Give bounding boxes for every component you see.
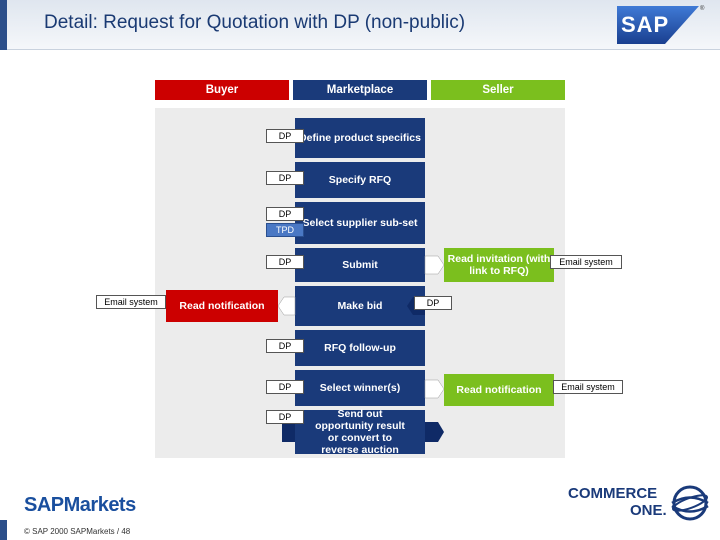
seller-read-invitation: Read invitation (with link to RFQ) <box>444 248 554 282</box>
step-rfq-follow-up: RFQ follow-up <box>295 330 425 366</box>
tag-dp-define: DP <box>266 129 304 143</box>
step-make-bid: Make bid <box>295 286 425 326</box>
tag-dp-specify: DP <box>266 171 304 185</box>
step-select-supplier-sub-set: Select supplier sub-set <box>295 202 425 244</box>
tag-dp-submit: DP <box>266 255 304 269</box>
tag-email-system-seller-notification: Email system <box>553 380 623 394</box>
tag-tpd-select-supplier: TPD <box>266 223 304 237</box>
page-title: Detail: Request for Quotation with DP (n… <box>44 12 466 33</box>
title-bar <box>0 0 720 50</box>
sapmarkets-logo: SAPMarkets <box>24 494 136 516</box>
arrow-winner-to-seller <box>424 379 445 399</box>
title-accent <box>0 0 7 50</box>
arrow-submit-to-seller <box>424 255 445 275</box>
tag-dp-send-out: DP <box>266 410 304 424</box>
step-specify-rfq: Specify RFQ <box>295 162 425 198</box>
sap-logo-text: SAP <box>621 12 670 37</box>
tag-dp-select-supplier: DP <box>266 207 304 221</box>
footer-copyright: © SAP 2000 SAPMarkets / 48 <box>24 527 131 536</box>
commerce-one-globe-icon <box>670 484 710 522</box>
arrow-make-bid-to-buyer <box>277 296 296 316</box>
tag-email-system-buyer: Email system <box>96 295 166 309</box>
column-header-marketplace: Marketplace <box>293 80 427 100</box>
tag-dp-follow-up: DP <box>266 339 304 353</box>
commerce-one-logo-line2: ONE. <box>630 502 667 519</box>
column-header-seller: Seller <box>431 80 565 100</box>
seller-read-notification: Read notification <box>444 374 554 406</box>
step-submit: Submit <box>295 248 425 282</box>
arrow-send-out-left <box>282 422 295 442</box>
step-select-winners: Select winner(s) <box>295 370 425 406</box>
sap-logo: SAP <box>617 6 699 44</box>
step-send-out-opportunity-result: Send out opportunity result or convert t… <box>295 408 425 456</box>
arrow-send-out-right <box>425 422 444 442</box>
column-header-buyer: Buyer <box>155 80 289 100</box>
trademark: ® <box>700 6 705 12</box>
tag-dp-select-winner: DP <box>266 380 304 394</box>
step-define-product-specifics: Define product specifics <box>295 118 425 158</box>
footer-accent <box>0 520 7 540</box>
buyer-read-notification: Read notification <box>166 290 278 322</box>
tag-dp-seller-bid: DP <box>414 296 452 310</box>
commerce-one-logo-line1: COMMERCE <box>568 485 658 502</box>
tag-email-system-seller-invitation: Email system <box>550 255 622 269</box>
